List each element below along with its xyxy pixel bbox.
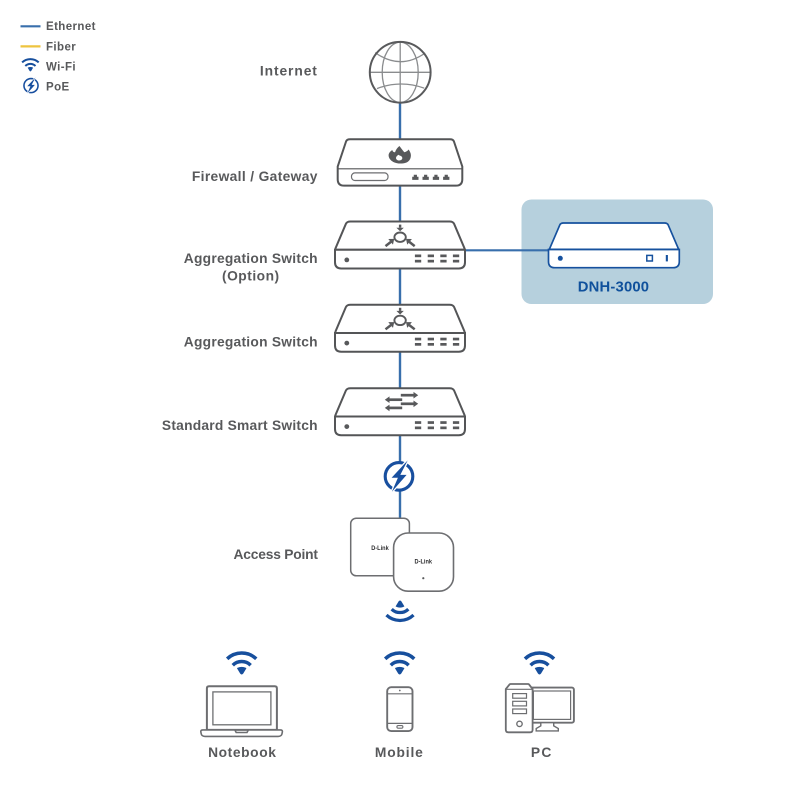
svg-text:Internet: Internet — [260, 64, 318, 79]
svg-text:Mobile: Mobile — [375, 745, 424, 760]
svg-text:D-Link: D-Link — [371, 546, 389, 552]
svg-text:Access Point: Access Point — [234, 547, 319, 562]
svg-text:Aggregation Switch: Aggregation Switch — [184, 335, 318, 350]
svg-text:Notebook: Notebook — [208, 745, 276, 760]
svg-text:Standard Smart Switch: Standard Smart Switch — [162, 418, 318, 433]
svg-text:Fiber: Fiber — [46, 41, 76, 53]
svg-text:Firewall / Gateway: Firewall / Gateway — [192, 169, 318, 184]
svg-text:PC: PC — [531, 745, 553, 760]
svg-text:(Option): (Option) — [222, 268, 280, 283]
svg-text:Wi-Fi: Wi-Fi — [46, 61, 76, 73]
svg-text:PoE: PoE — [46, 82, 70, 94]
svg-text:DNH-3000: DNH-3000 — [578, 280, 650, 296]
svg-text:Ethernet: Ethernet — [46, 21, 96, 33]
svg-text:D-Link: D-Link — [415, 560, 433, 566]
svg-text:Aggregation Switch: Aggregation Switch — [184, 251, 318, 266]
